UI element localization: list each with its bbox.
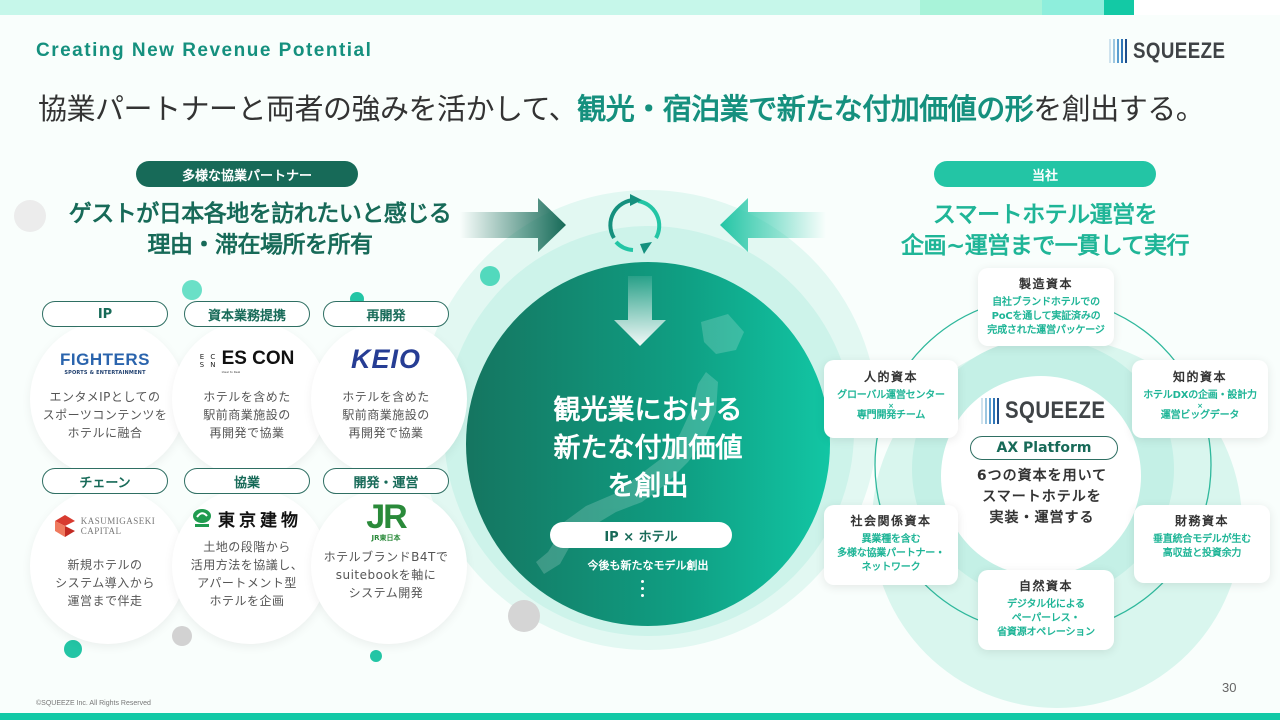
partner-tag: チェーン xyxy=(42,468,168,494)
keio-logo: KEIO xyxy=(350,343,421,374)
decorative-dot xyxy=(172,626,192,646)
decorative-dot xyxy=(370,650,382,662)
arrow-down-icon xyxy=(614,276,666,346)
ax-platform-pill: AX Platform xyxy=(970,436,1118,460)
copyright-text: ©SQUEEZE Inc. All Rights Reserved xyxy=(36,700,151,707)
partner-description: ホテルを含めた 駅前商業施設の 再開発で協業 xyxy=(342,390,430,440)
partner-card-chain: チェーン KASUMIGASEKI CAPITAL 新規ホテルの システム導入か… xyxy=(30,468,186,648)
ax-platform-core xyxy=(941,376,1141,576)
value-creation-title: 観光業における 新たな付加価値 を創出 xyxy=(553,395,743,502)
core-description: 6つの資本を用いて スマートホテルを 実装・運営する xyxy=(976,468,1108,526)
partner-description: 新規ホテルの システム導入から 運営まで伴走 xyxy=(55,558,155,608)
partner-card-ip: IP FIGHTERS SPORTS & ENTERTAINMENT エンタメI… xyxy=(30,301,186,481)
headline-part1: 協業パートナーと両者の強みを活かして、 xyxy=(38,92,578,126)
partners-pill: 多様な協業パートナー xyxy=(136,161,358,187)
capital-natural: 自然資本 デジタル化による ペーパーレス・ 省資源オペレーション xyxy=(978,570,1114,650)
kasumigaseki-logo: KASUMIGASEKI CAPITAL xyxy=(42,506,168,546)
arrow-right-icon xyxy=(460,198,566,252)
headline-highlight: 観光・宿泊業で新たな付加価値の形 xyxy=(577,92,1034,126)
partners-heading-line2: 理由・滞在場所を所有 xyxy=(147,232,374,258)
company-pill: 当社 xyxy=(934,161,1156,187)
partner-tag: 協業 xyxy=(184,468,310,494)
capital-human: 人的資本 グローバル運営センター × 専門開発チーム xyxy=(824,360,958,438)
decorative-dot xyxy=(480,266,500,286)
partner-card-capital-alliance: 資本業務提携 E C S N ES CON Ideal to Real ホテルを… xyxy=(172,301,328,481)
jr-east-logo: JR JR東日本 xyxy=(366,498,407,542)
headline-part2: を創出する。 xyxy=(1033,92,1205,126)
decorative-dot xyxy=(508,600,540,632)
partner-card-development-operation: 開発・運営 JR JR東日本 ホテルブランドB4Tで suitebookを軸に … xyxy=(311,468,467,648)
partner-description: 土地の段階から 活用方法を協議し、 アパートメント型 ホテルを企画 xyxy=(190,540,304,608)
tokyo-tatemono-mark-icon xyxy=(193,509,211,527)
partner-description: ホテルブランドB4Tで suitebookを軸に システム開発 xyxy=(323,550,449,600)
ip-hotel-pill: IP × ホテル xyxy=(550,522,732,548)
partner-card-collaboration: 協業 東京建物 土地の段階から 活用方法を協議し、 アパートメント型 ホテルを企… xyxy=(172,468,328,648)
company-heading-line1: スマートホテル運営を xyxy=(932,202,1158,228)
tokyo-tatemono-logo: 東京建物 xyxy=(184,498,310,538)
cycle-arrows-icon xyxy=(608,194,662,254)
decorative-dot xyxy=(182,280,202,300)
top-accent-bar xyxy=(0,0,1280,15)
fighters-logo: FIGHTERS SPORTS & ENTERTAINMENT xyxy=(60,350,150,376)
logo-wordmark: SQUEEZE xyxy=(1133,38,1226,63)
bottom-accent-bar xyxy=(0,713,1280,720)
partner-description: ホテルを含めた 駅前商業施設の 再開発で協業 xyxy=(203,390,291,440)
decorative-dot xyxy=(64,640,82,658)
squeeze-logo: SQUEEZE xyxy=(1109,38,1242,64)
page-number: 30 xyxy=(1222,680,1237,695)
core-squeeze-logo: SQUEEZE xyxy=(981,397,1123,425)
partner-tag: IP xyxy=(42,301,168,327)
partner-card-redevelopment: 再開発 KEIO ホテルを含めた 駅前商業施設の 再開発で協業 xyxy=(311,301,467,481)
capital-social: 社会関係資本 異業種を含む 多様な協業パートナー・ ネットワーク xyxy=(824,505,958,585)
decorative-dot xyxy=(14,200,46,232)
kasumigaseki-mark-icon xyxy=(54,515,75,537)
capital-intellectual: 知的資本 ホテルDXの企画・設計力 × 運営ビッグデータ xyxy=(1132,360,1268,438)
logo-bars-icon xyxy=(981,398,999,424)
logo-bars-icon xyxy=(1109,39,1128,63)
capital-financial: 財務資本 垂直統合モデルが生む 高収益と投資余力 xyxy=(1134,505,1270,583)
company-heading-line2: 企画~運営まで一貫して実行 xyxy=(900,233,1190,259)
partner-tag: 開発・運営 xyxy=(323,468,449,494)
page-headline: 協業パートナーと両者の強みを活かして、観光・宿泊業で新たな付加価値の形を創出する… xyxy=(38,86,1205,128)
partner-tag: 資本業務提携 xyxy=(184,301,310,327)
partners-heading-line1: ゲストが日本各地を訪れたいと感じる xyxy=(68,201,452,227)
more-ellipsis-icon xyxy=(639,580,645,597)
partners-heading: ゲストが日本各地を訪れたいと感じる 理由・滞在場所を所有 xyxy=(40,199,480,261)
escon-logo: E C S N ES CON Ideal to Real xyxy=(199,348,295,374)
capital-manufacturing: 製造資本 自社ブランドホテルでの PoCを通して実証済みの 完成された運営パッケ… xyxy=(978,268,1114,346)
arrow-left-icon xyxy=(720,198,826,252)
section-eyebrow: Creating New Revenue Potential xyxy=(36,40,373,61)
company-heading: スマートホテル運営を 企画~運営まで一貫して実行 xyxy=(850,200,1240,262)
future-models-text: 今後も新たなモデル創出 xyxy=(587,559,709,572)
partner-tag: 再開発 xyxy=(323,301,449,327)
partner-description: エンタメIPとしての スポーツコンテンツを ホテルに融合 xyxy=(42,390,168,440)
